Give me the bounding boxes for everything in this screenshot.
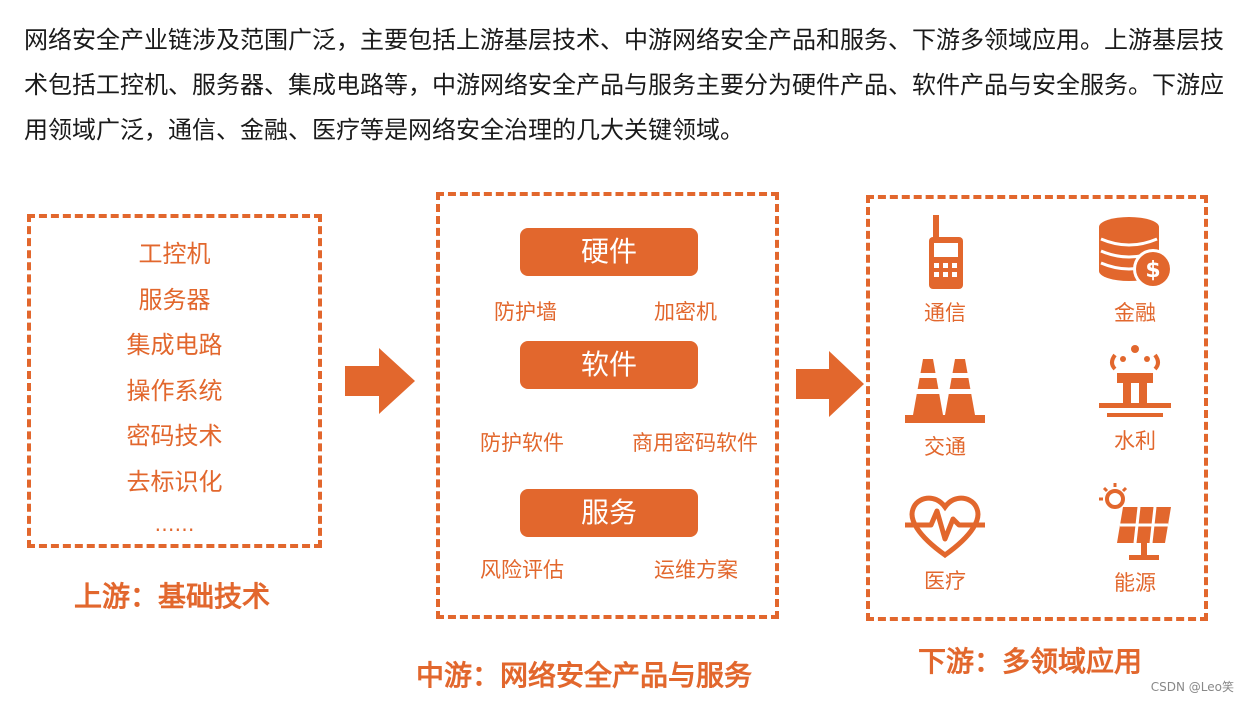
category-service: 服务 bbox=[520, 489, 698, 537]
app-label-medical: 医疗 bbox=[924, 569, 966, 593]
app-label-water: 水利 bbox=[1114, 429, 1156, 453]
app-medical: 医疗 bbox=[870, 489, 1020, 595]
midstream-box: 硬件 防护墙 加密机 软件 防护软件 商用密码软件 服务 风险评估 运维方案 bbox=[436, 192, 779, 619]
upstream-item: 工控机 bbox=[138, 240, 211, 268]
app-label-transport: 交通 bbox=[924, 435, 966, 459]
upstream-title: 上游：基础技术 bbox=[74, 580, 271, 613]
sub-item-crypto-software: 商用密码软件 bbox=[632, 431, 758, 455]
arrow-right-icon bbox=[796, 351, 864, 417]
traffic-cone-icon bbox=[905, 359, 985, 423]
sub-item-firewall: 防护墙 bbox=[494, 300, 557, 324]
upstream-item: 密码技术 bbox=[126, 422, 223, 450]
category-hardware: 硬件 bbox=[520, 228, 698, 276]
upstream-item: 操作系统 bbox=[126, 376, 223, 405]
category-software: 软件 bbox=[520, 341, 698, 389]
water-facility-icon bbox=[1099, 345, 1171, 417]
sub-item-encryptor: 加密机 bbox=[654, 300, 717, 324]
midstream-title: 中游：网络安全产品与服务 bbox=[416, 659, 753, 692]
upstream-item: 去标识化 bbox=[126, 467, 223, 496]
app-energy: 能源 bbox=[1060, 483, 1210, 597]
app-finance: $ 金融 bbox=[1060, 213, 1210, 327]
coins-icon: $ bbox=[1099, 217, 1173, 289]
walkie-talkie-icon bbox=[929, 215, 963, 289]
arrow-right-icon bbox=[345, 348, 415, 414]
sub-item-ops-plan: 运维方案 bbox=[654, 558, 738, 582]
upstream-item: …… bbox=[154, 512, 195, 536]
solar-panel-icon bbox=[1099, 483, 1171, 560]
upstream-item: 服务器 bbox=[138, 285, 211, 314]
upstream-box: 工控机 服务器 集成电路 操作系统 密码技术 去标识化 …… bbox=[27, 214, 322, 548]
sub-item-protection-software: 防护软件 bbox=[480, 431, 564, 455]
svg-text:$: $ bbox=[1145, 258, 1160, 283]
watermark: CSDN @Leo笑 bbox=[1150, 680, 1234, 694]
app-label-energy: 能源 bbox=[1114, 571, 1156, 595]
heartbeat-icon bbox=[905, 495, 985, 559]
app-water: 水利 bbox=[1060, 341, 1210, 455]
app-transport: 交通 bbox=[870, 351, 1020, 461]
app-label-finance: 金融 bbox=[1114, 301, 1156, 325]
downstream-title: 下游：多领域应用 bbox=[918, 645, 1143, 678]
upstream-item: 集成电路 bbox=[126, 331, 223, 359]
sub-item-risk-assessment: 风险评估 bbox=[480, 558, 564, 582]
downstream-box: 通信 $ 金融 交通 bbox=[866, 195, 1208, 621]
app-label-communication: 通信 bbox=[924, 301, 966, 325]
app-communication: 通信 bbox=[870, 213, 1020, 327]
upstream-list: 工控机 服务器 集成电路 操作系统 密码技术 去标识化 …… bbox=[31, 232, 318, 543]
intro-paragraph: 网络安全产业链涉及范围广泛，主要包括上游基层技术、中游网络安全产品和服务、下游多… bbox=[24, 26, 1224, 144]
